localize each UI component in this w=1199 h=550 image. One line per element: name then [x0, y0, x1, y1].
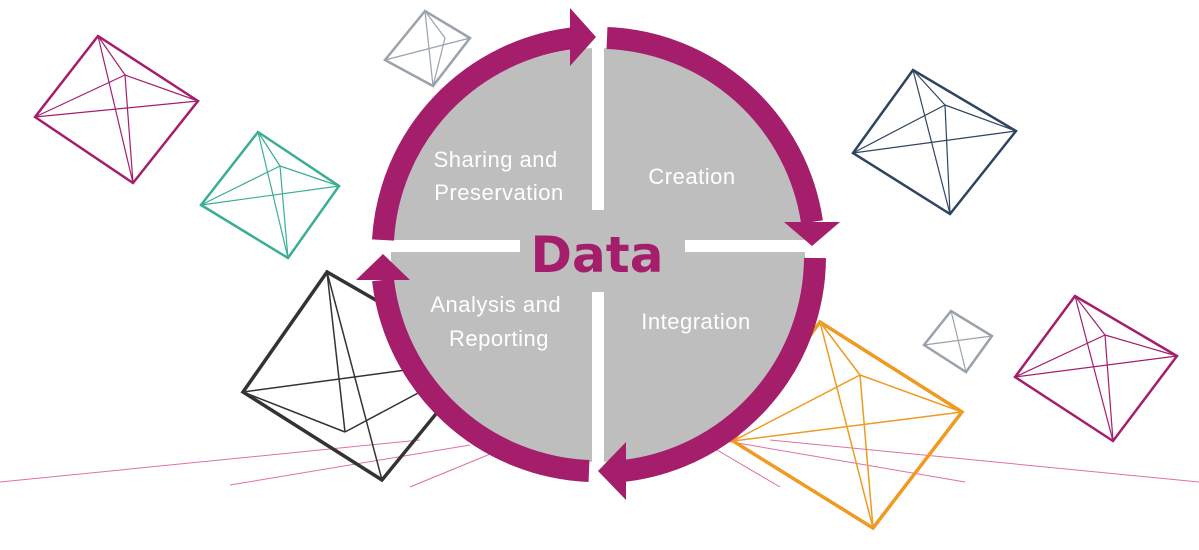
vertical-divider — [592, 30, 604, 210]
quadrant-label-integration: Integration — [641, 309, 750, 334]
center-title: Data — [531, 226, 664, 284]
crystal-magenta-right — [1013, 294, 1179, 443]
vertical-divider — [592, 292, 604, 482]
quadrant-label-line: Analysis and — [430, 292, 561, 317]
arrow-left-icon — [598, 442, 626, 500]
crystal-gray-top — [383, 9, 472, 88]
crystal-navy — [851, 68, 1018, 216]
quadrant-label-line: Integration — [641, 309, 750, 334]
horizontal-divider — [685, 240, 845, 252]
crystal-gray-right — [922, 309, 994, 374]
cycle-ring — [372, 27, 826, 482]
arrow-right-icon — [570, 8, 596, 66]
crystal-outline — [1013, 294, 1179, 443]
quadrant-disc — [391, 48, 805, 462]
quadrant-label-analysis: Analysis and Reporting — [430, 292, 567, 351]
quadrant-label-line: Creation — [648, 164, 735, 189]
quadrant-label-line: Reporting — [449, 326, 549, 351]
ring-arc-bottom-right — [621, 257, 826, 482]
crystal-teal — [199, 130, 341, 260]
crystal-black — [240, 269, 483, 483]
horizontal-divider — [360, 240, 520, 252]
ring-arc-top-left — [372, 27, 577, 241]
quadrant-label-sharing: Sharing and Preservation — [434, 147, 565, 205]
floor-lines — [0, 439, 1199, 488]
arrow-down-icon — [784, 222, 840, 246]
ring-arc-bottom-left — [372, 278, 590, 482]
cycle-core — [360, 30, 845, 482]
ring-arc-top-right — [606, 27, 823, 224]
crystal-magenta-left — [33, 34, 200, 185]
arrow-up-icon — [356, 254, 410, 280]
quadrant-label-line: Preservation — [434, 180, 564, 205]
cycle-arrowheads — [356, 8, 840, 500]
quadrant-label-creation: Creation — [648, 164, 735, 189]
quadrant-label-line: Sharing and — [434, 147, 558, 172]
